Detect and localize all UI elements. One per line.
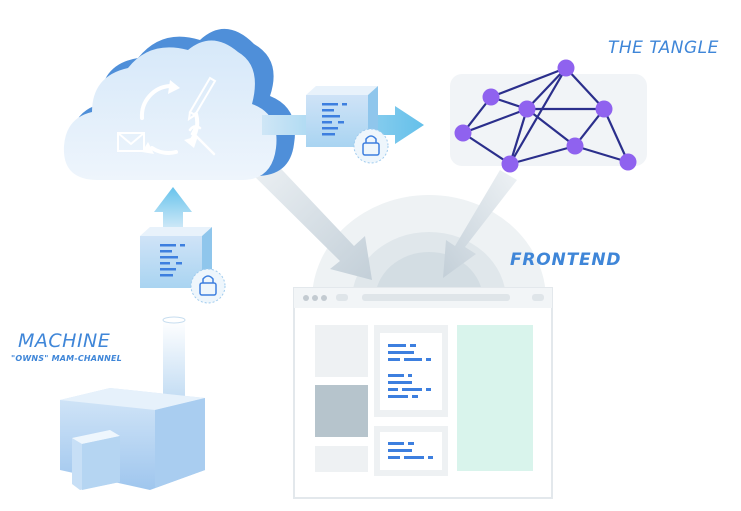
lock-icon: [353, 128, 389, 164]
wrench-icon: [188, 124, 216, 156]
tangle-nodes: [454, 59, 637, 173]
owns-channel-label: "OWNS" MAM-CHANNEL: [11, 354, 122, 363]
arrow-machine-to-cloud: [154, 187, 192, 231]
window-dot: [321, 295, 327, 301]
cloud-icon: [63, 28, 296, 180]
tangle-node: [454, 124, 472, 142]
lock-icon: [190, 268, 226, 304]
browser-window-icon: [293, 287, 553, 499]
machine-label: MACHINE: [18, 330, 111, 352]
content-tile: [315, 446, 368, 472]
tangle-node: [566, 137, 584, 155]
data-text-lines: [322, 103, 347, 136]
tangle-edges: [462, 66, 630, 166]
window-dot: [312, 295, 318, 301]
address-bar: [362, 294, 510, 301]
envelope-icon: [117, 132, 145, 152]
arrow-cloud-to-frontend: [248, 155, 372, 280]
data-block-icon: [306, 86, 389, 164]
tangle-node: [557, 59, 575, 77]
tangle-node: [619, 153, 637, 171]
tangle-label: THE TANGLE: [608, 38, 719, 58]
data-block-icon: [140, 227, 226, 304]
chimney: [163, 320, 185, 400]
frontend-label: FRONTEND: [510, 250, 622, 270]
tangle-node: [518, 100, 536, 118]
content-tile: [315, 325, 368, 377]
text-lines: [388, 344, 431, 398]
pencil-icon: [187, 76, 217, 122]
tangle-node: [501, 155, 519, 173]
content-tile: [315, 385, 368, 437]
data-text-lines: [160, 244, 185, 277]
tangle-network: [450, 59, 647, 173]
tangle-node: [595, 100, 613, 118]
content-panel: [457, 325, 533, 471]
factory-icon: [60, 316, 205, 490]
arrow-tangle-to-frontend: [443, 170, 517, 278]
tangle-node: [482, 88, 500, 106]
text-lines: [388, 442, 433, 459]
window-dot: [303, 295, 309, 301]
